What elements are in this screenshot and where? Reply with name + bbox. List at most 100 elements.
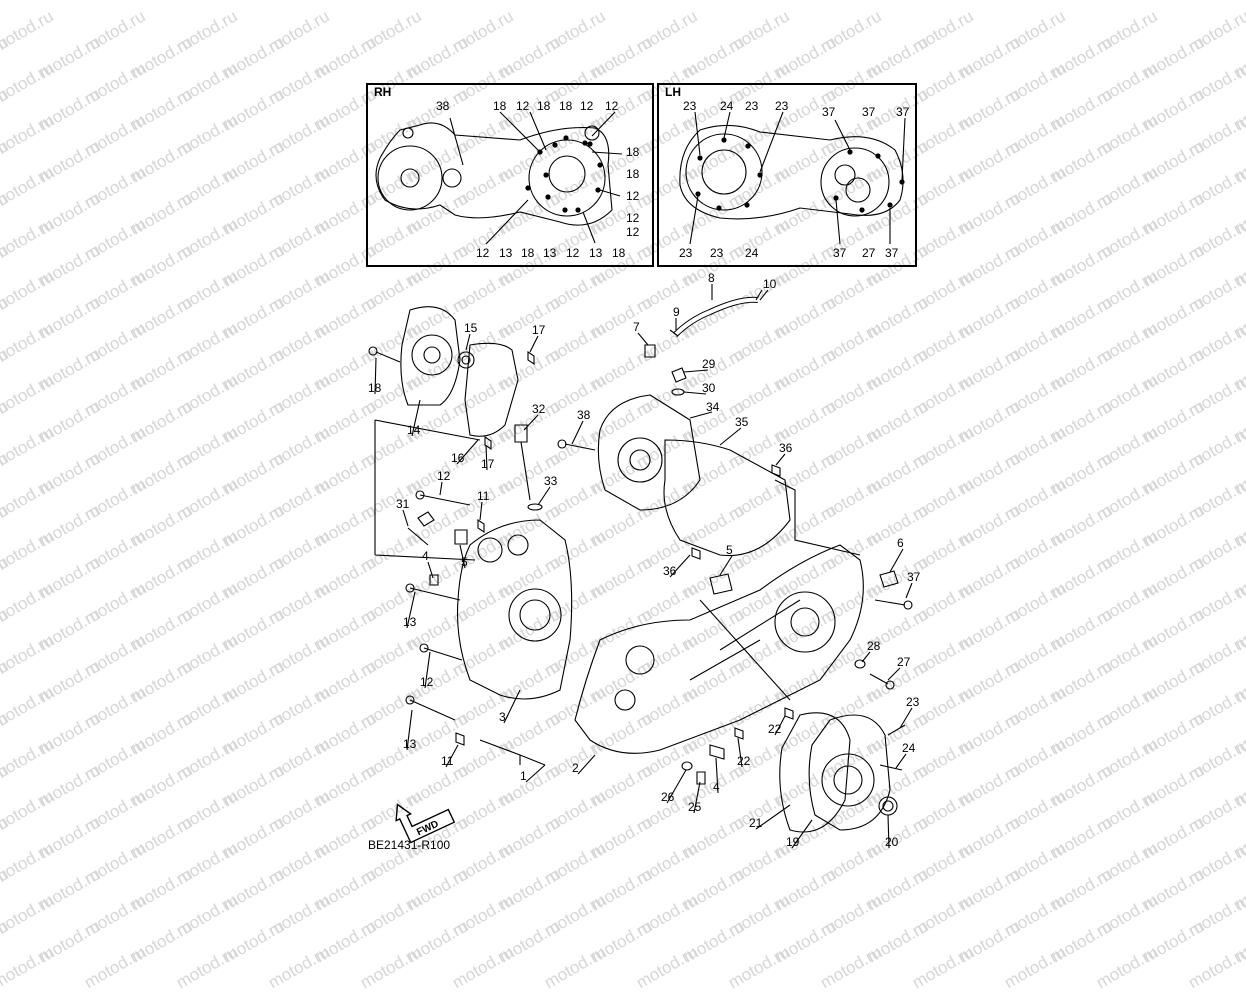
dowel-4 — [709, 744, 725, 760]
pin-31-head — [417, 511, 435, 527]
dowel-36 — [771, 464, 781, 477]
rh-mount — [584, 125, 600, 141]
rh-callout-number: 12 — [626, 211, 640, 225]
part-callout-number: 25 — [688, 800, 702, 814]
lh-leader — [834, 119, 851, 151]
leader-line — [577, 754, 596, 775]
plug-29 — [671, 367, 687, 383]
dowel-4 — [429, 574, 439, 586]
bolt-dot — [695, 191, 701, 197]
leader-line — [774, 715, 786, 736]
part-callout-number: 5 — [461, 555, 468, 569]
crank-bearing-inner — [519, 599, 551, 631]
bolt-dot — [721, 137, 727, 143]
leader-line — [424, 651, 431, 689]
lh-cover-ring — [820, 147, 890, 217]
leader-line — [445, 744, 459, 768]
rh-callout-number: 12 — [580, 99, 594, 113]
clip-9 — [669, 329, 679, 337]
bolt-dot — [525, 185, 531, 191]
leader-line — [523, 414, 539, 431]
leader-line — [406, 591, 416, 629]
dipstick-32-rod — [520, 441, 531, 501]
bolt-38 — [564, 443, 596, 451]
rh-leader — [449, 117, 464, 166]
part-callout-number: 1 — [520, 769, 527, 783]
rh-callout-number: 18 — [612, 246, 626, 260]
part-callout-number: 17 — [532, 323, 546, 337]
case-boss — [625, 645, 655, 675]
oil-seal-20-inner — [882, 800, 894, 812]
part-callout-number: 11 — [441, 754, 454, 768]
part-callout-number: 15 — [464, 321, 478, 335]
part-callout-number: 14 — [407, 423, 421, 437]
rh-callout-number: 38 — [436, 99, 450, 113]
rh-callout-number: 18 — [559, 99, 573, 113]
watermark-text: motod.ru — [265, 942, 333, 993]
bolt-dot — [744, 202, 750, 208]
rh-callout-number: 18 — [626, 145, 640, 159]
part-callout-number: 24 — [902, 741, 916, 755]
leader-line — [479, 501, 483, 521]
part-callout-number: 16 — [451, 451, 465, 465]
leader-line — [737, 737, 743, 768]
bolt-24 — [879, 764, 903, 771]
bolt-38-head — [557, 439, 567, 449]
group-bracket — [479, 739, 546, 766]
washer-26 — [681, 761, 693, 771]
leader-line — [485, 444, 488, 471]
watermark-text: motod.ru — [449, 942, 517, 993]
leader-line — [439, 481, 443, 496]
rh-callout-number: 18 — [493, 99, 507, 113]
bolt-dot — [595, 187, 601, 193]
leader-line — [905, 582, 913, 599]
leader-line — [465, 333, 471, 351]
leader-line — [374, 357, 377, 395]
leader-line — [715, 757, 719, 794]
rh-cover-14 — [400, 306, 461, 406]
o-ring-33 — [527, 503, 543, 511]
bolt-dot — [757, 172, 763, 178]
lh-callout-number: 27 — [862, 246, 876, 260]
bolt-head — [405, 695, 415, 705]
leader-line — [456, 439, 479, 465]
bolt-13 — [409, 587, 461, 601]
lh-leader — [835, 199, 841, 245]
washer-28 — [854, 659, 866, 669]
leader-line — [719, 427, 742, 446]
group-bracket — [374, 419, 481, 561]
lh-hole — [834, 164, 856, 186]
rh-callout-number: 12 — [626, 225, 640, 239]
watermark-text: motod.ru — [1185, 942, 1246, 993]
case-rib — [689, 599, 801, 701]
cover-19 — [808, 714, 891, 831]
dowel-11 — [477, 518, 485, 534]
part-callout-number: 37 — [907, 570, 921, 584]
oil-seal-20 — [878, 796, 898, 816]
bolt-dot — [716, 205, 722, 211]
leader-line — [689, 411, 713, 419]
diagram-code: BE21431-R100 — [368, 838, 451, 852]
lh-cover-34 — [597, 394, 701, 511]
leader-line — [503, 689, 521, 724]
bolt-dot — [887, 202, 893, 208]
part-callout-number: 27 — [897, 655, 911, 669]
leader-line — [459, 544, 466, 569]
leader-line — [895, 753, 907, 769]
dipstick-32-cap — [514, 424, 528, 443]
rh-callout-number: 12 — [605, 99, 619, 113]
watermark-text: motod.ru — [81, 942, 149, 993]
part-callout-number: 33 — [544, 474, 558, 488]
rh-callout-number: 12 — [566, 246, 580, 260]
bolt-12 — [419, 494, 471, 506]
bolt-27 — [869, 673, 889, 685]
rh-case-outline — [375, 122, 613, 226]
gasket-16 — [464, 342, 519, 437]
part-callout-number: 31 — [396, 497, 410, 511]
watermark-text: motod.ru — [1093, 942, 1161, 993]
part-callout-number: 28 — [867, 639, 881, 653]
lh-leader — [694, 111, 701, 156]
lh-callout-number: 24 — [745, 246, 759, 260]
part-callout-number: 23 — [906, 695, 920, 709]
dowel-22 — [784, 707, 794, 720]
